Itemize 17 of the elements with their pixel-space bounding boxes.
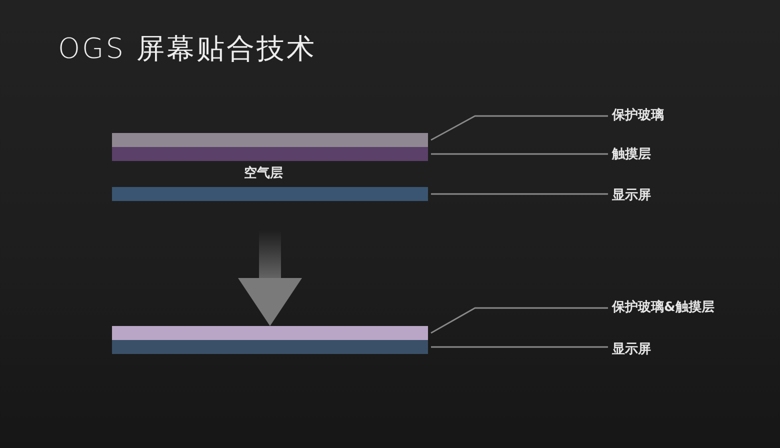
layer-bar bbox=[112, 326, 428, 340]
leader-line bbox=[431, 153, 608, 155]
layer-bar bbox=[112, 147, 428, 161]
layer-bar bbox=[112, 133, 428, 147]
layer-label: 保护玻璃&触摸层 bbox=[612, 299, 714, 317]
layer-label: 显示屏 bbox=[612, 341, 651, 359]
leader-line bbox=[430, 115, 608, 141]
layer-label: 保护玻璃 bbox=[612, 107, 664, 125]
layer-label: 空气层 bbox=[244, 164, 283, 182]
layer-bar bbox=[112, 187, 428, 201]
leader-line bbox=[431, 346, 608, 348]
layer-bar bbox=[112, 340, 428, 354]
leader-line bbox=[430, 307, 608, 334]
layer-label: 显示屏 bbox=[612, 187, 651, 205]
layer-label: 触摸层 bbox=[612, 146, 651, 164]
leader-line bbox=[431, 193, 608, 195]
title: OGS 屏幕贴合技术 bbox=[58, 31, 316, 67]
